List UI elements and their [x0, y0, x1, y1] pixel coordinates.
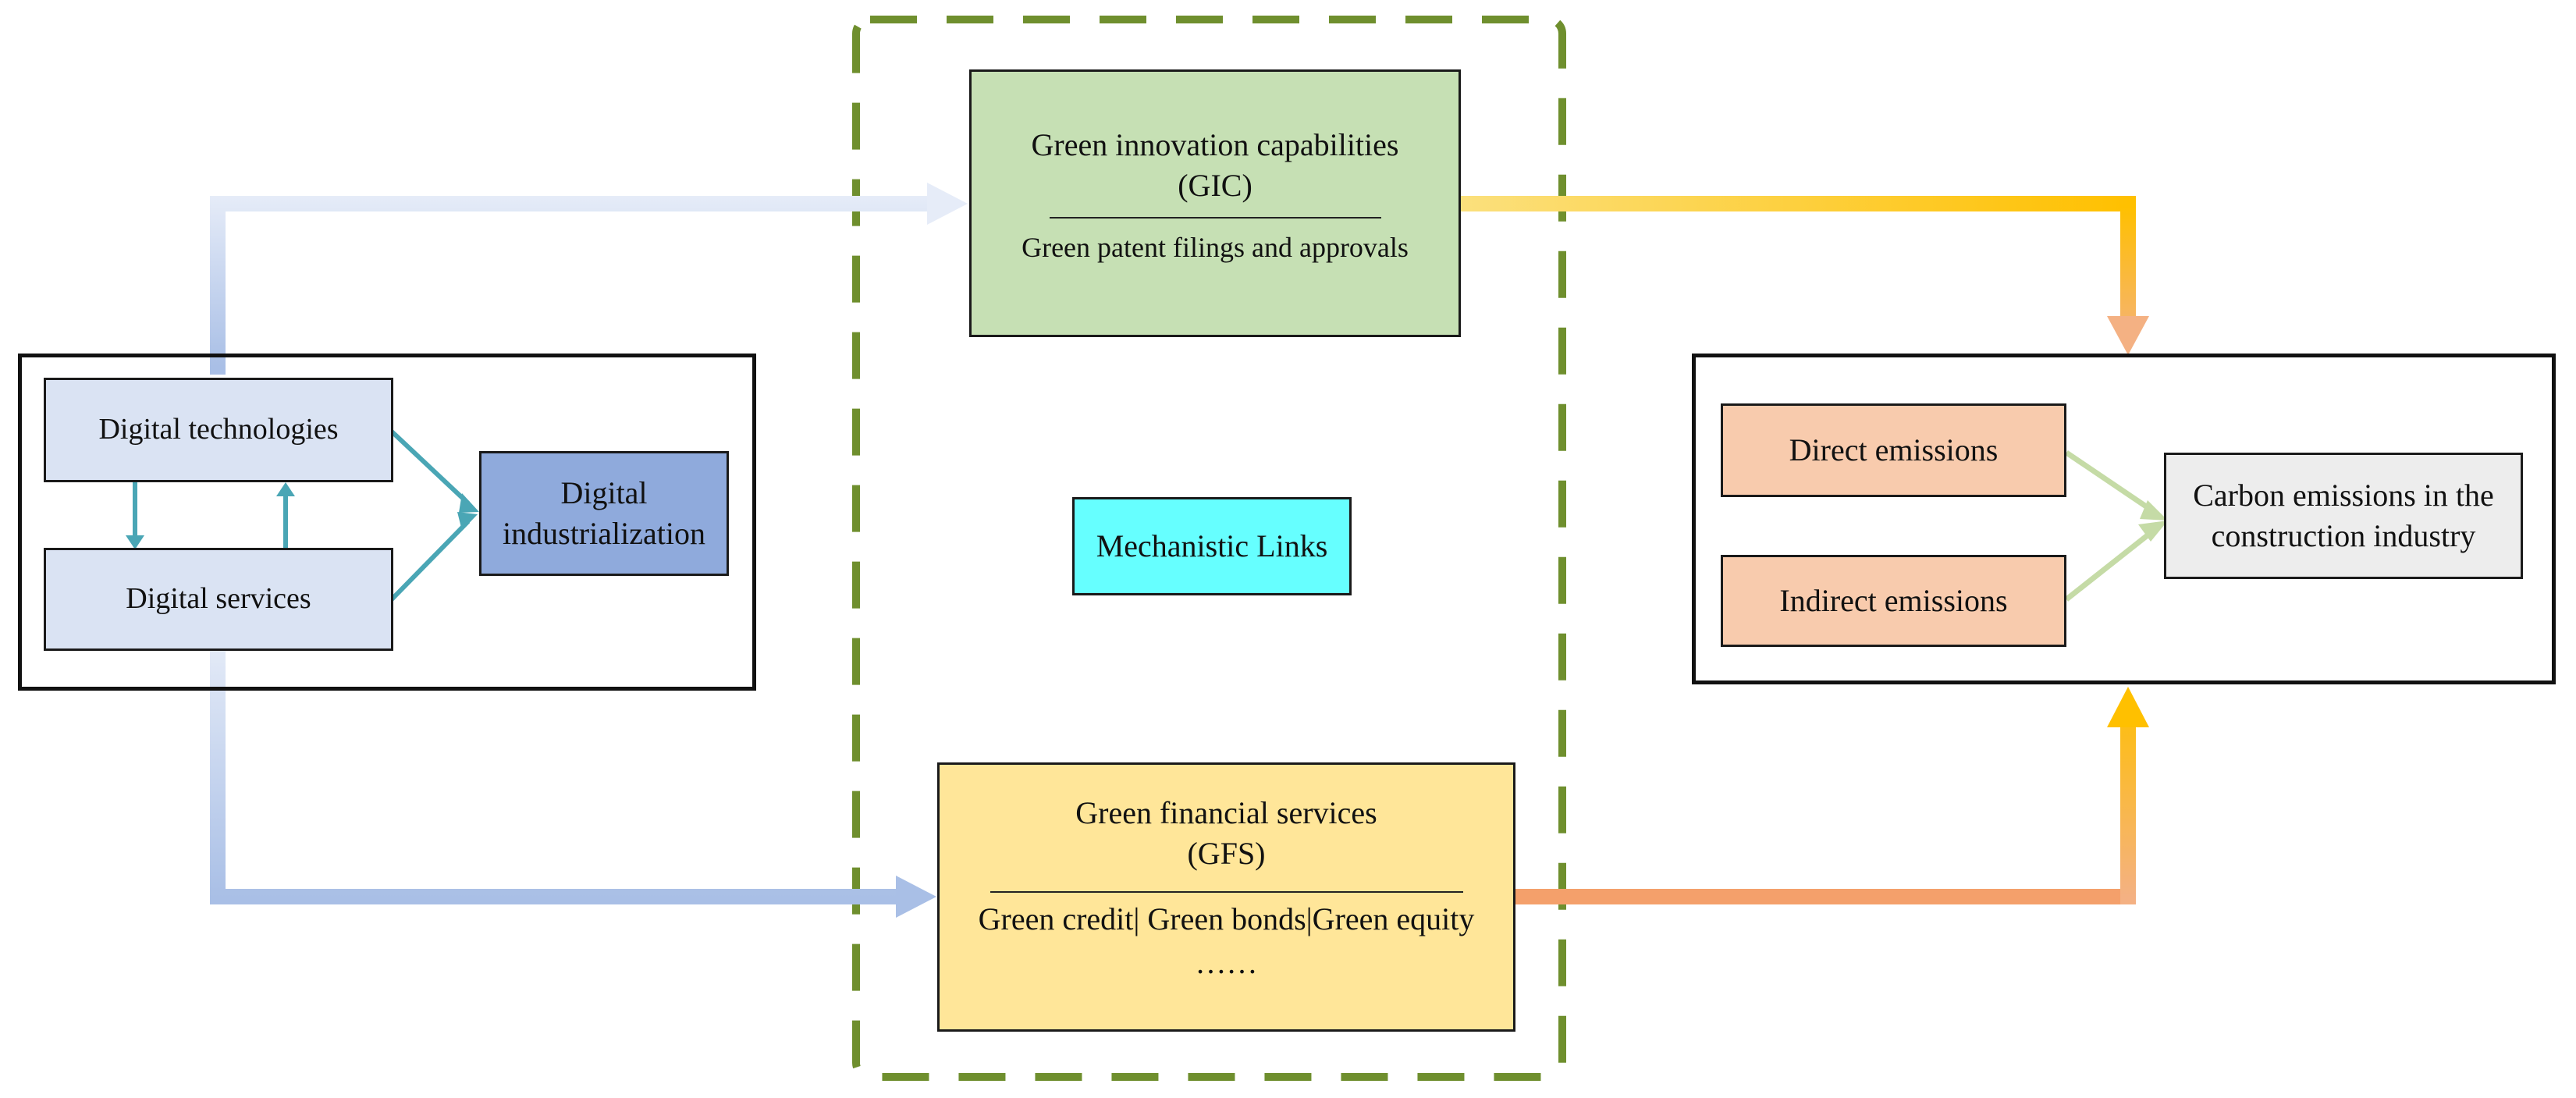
arrow-direct-to-carbon: [2065, 450, 2157, 515]
direct-emissions-label: Direct emissions: [1789, 432, 1999, 467]
gfs-box: Green financial services (GFS) Green cre…: [937, 762, 1515, 1032]
arrow-ds-to-gfs: [210, 649, 897, 904]
digital-industrialization-label: Digital industrialization: [503, 475, 705, 551]
arrow-gic-down-segment: [2120, 204, 2136, 322]
digital-services-box: Digital services: [44, 548, 393, 651]
arrow-ds-to-di-head: [457, 512, 478, 531]
mechanistic-links-label: Mechanistic Links: [1096, 528, 1328, 563]
direct-emissions-box: Direct emissions: [1721, 403, 2066, 497]
gic-detail: Green patent filings and approvals: [1022, 232, 1409, 263]
indirect-emissions-label: Indirect emissions: [1779, 583, 2008, 618]
arrow-dt-to-di: [389, 429, 471, 506]
arrow-direct-to-carbon-head: [2140, 500, 2168, 521]
arrow-indirect-to-carbon-head: [2138, 521, 2168, 542]
arrow-ds-to-gfs-head: [896, 876, 936, 918]
digital-economy-group: [18, 354, 756, 691]
gfs-ellipsis: ……: [1195, 945, 1258, 980]
digital-industrialization-box: Digital industrialization: [479, 451, 729, 576]
gic-title: Green innovation capabilities: [1031, 127, 1399, 162]
arrow-dt-to-gic-head: [927, 183, 968, 225]
digital-technologies-label: Digital technologies: [98, 413, 339, 446]
carbon-emissions-label: Carbon emissions in the construction ind…: [2193, 478, 2494, 553]
gfs-title: Green financial services: [1075, 795, 1377, 830]
gfs-divider: [990, 891, 1463, 893]
mechanistic-links-box: Mechanistic Links: [1072, 497, 1352, 595]
arrow-dt-to-di-head: [459, 493, 479, 513]
digital-services-label: Digital services: [126, 582, 311, 616]
carbon-emissions-group: [1692, 354, 2556, 684]
arrow-dt-to-gic: [210, 196, 929, 375]
teal-arrows: [133, 429, 471, 602]
mechanism-dashed-frame: [852, 16, 1566, 1081]
gic-abbr: (GIC): [1178, 168, 1252, 203]
arrow-gfs-to-emissions-head: [2107, 687, 2149, 727]
carbon-emissions-box: Carbon emissions in the construction ind…: [2164, 453, 2523, 579]
arrow-indirect-to-carbon: [2064, 527, 2158, 602]
arrow-ds-to-di: [389, 519, 471, 602]
arrow-gfs-up-segment: [2120, 723, 2136, 904]
digital-technologies-box: Digital technologies: [44, 378, 393, 482]
indirect-emissions-box: Indirect emissions: [1721, 555, 2066, 647]
green-arrows: [2064, 450, 2158, 602]
gfs-abbr: (GFS): [1187, 836, 1266, 871]
gic-divider: [1049, 217, 1381, 219]
gic-box: Green innovation capabilities (GIC) Gree…: [969, 69, 1461, 337]
arrow-gic-to-emissions-head: [2107, 316, 2149, 355]
arrow-ds-to-dt-head: [276, 482, 295, 496]
arrow-dt-to-ds-head: [126, 535, 144, 549]
gfs-detail: Green credit| Green bonds|Green equity: [978, 901, 1475, 936]
